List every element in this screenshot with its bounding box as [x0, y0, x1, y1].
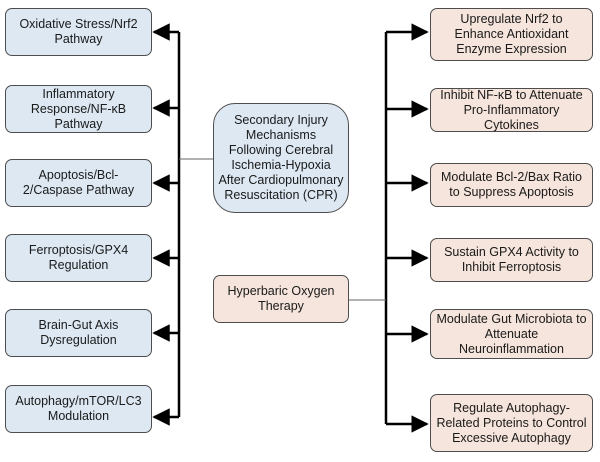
- effect-box-gut-microbiota: Modulate Gut Microbiota to Attenuate Neu…: [430, 309, 593, 359]
- mechanism-box-inflammatory: Inflammatory Response/NF-κB Pathway: [5, 85, 152, 133]
- effect-box-bcl2: Modulate Bcl-2/Bax Ratio to Suppress Apo…: [430, 163, 593, 207]
- center-injury-box: Secondary Injury Mechanisms Following Ce…: [213, 103, 349, 213]
- mechanism-box-brain-gut: Brain-Gut Axis Dysregulation: [5, 309, 152, 357]
- effect-box-gpx4: Sustain GPX4 Activity to Inhibit Ferropt…: [430, 238, 593, 282]
- mechanism-box-apoptosis: Apoptosis/Bcl-2/Caspase Pathway: [5, 159, 152, 207]
- therapy-box: Hyperbaric Oxygen Therapy: [213, 275, 349, 323]
- mechanism-box-autophagy: Autophagy/mTOR/LC3 Modulation: [5, 385, 152, 433]
- effect-box-nrf2: Upregulate Nrf2 to Enhance Antioxidant E…: [430, 8, 593, 61]
- mechanism-box-oxidative-stress: Oxidative Stress/Nrf2 Pathway: [5, 8, 152, 56]
- effect-box-nfkb: Inhibit NF-κB to Attenuate Pro-Inflammat…: [430, 88, 593, 132]
- mechanism-box-ferroptosis: Ferroptosis/GPX4 Regulation: [5, 234, 152, 282]
- effect-box-autophagy: Regulate Autophagy-Related Proteins to C…: [430, 394, 593, 452]
